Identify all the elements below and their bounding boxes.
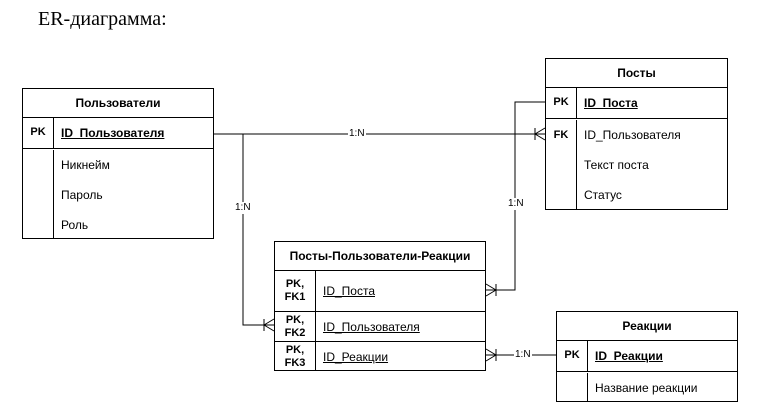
posts-attr-row: Статус bbox=[546, 180, 727, 210]
posts-key-column bbox=[546, 120, 577, 209]
ppr-key-row: PK, FK3 ID_Реакции bbox=[275, 342, 485, 371]
users-pk-row: PK ID_Пользователя bbox=[23, 117, 213, 149]
rel-users-ppr-line bbox=[242, 134, 274, 326]
users-pk-field: ID_Пользователя bbox=[61, 125, 165, 140]
ppr-key-row: PK, FK2 ID_Пользователя bbox=[275, 312, 485, 342]
posts-fk-field: ID_Пользователя bbox=[584, 128, 681, 142]
rel-users-ppr-crowfoot bbox=[263, 318, 275, 332]
ppr-key-label: PK, FK1 bbox=[275, 270, 316, 311]
diagram-heading: ER-диаграмма: bbox=[38, 8, 167, 30]
rel-label-users-ppr: 1:N bbox=[234, 202, 252, 214]
users-attr-row: Роль bbox=[23, 210, 213, 240]
posts-fk-row: FK ID_Пользователя bbox=[546, 120, 727, 150]
posts-pk-row: PK ID_Поста bbox=[546, 87, 727, 119]
ppr-key-label: PK, FK3 bbox=[275, 342, 316, 371]
rel-posts-ppr-line bbox=[486, 101, 545, 291]
users-attr-row: Никнейм bbox=[23, 150, 213, 180]
reactions-pk-row: PK ID_Реакции bbox=[557, 340, 737, 372]
ppr-key-field: ID_Пользователя bbox=[323, 319, 420, 334]
posts-pk-key: PK bbox=[546, 87, 577, 118]
entity-users[interactable]: Пользователи PK ID_Пользователя Никнейм … bbox=[22, 88, 214, 239]
users-pk-key: PK bbox=[23, 117, 54, 148]
posts-fk-key: FK bbox=[553, 128, 569, 141]
entity-post-user-reactions[interactable]: Посты-Пользователи-Реакции PK, FK1 ID_По… bbox=[274, 241, 486, 371]
posts-attr-row: Текст поста bbox=[546, 150, 727, 180]
entity-posts-title: Посты bbox=[546, 59, 727, 88]
ppr-key-row: PK, FK1 ID_Поста bbox=[275, 270, 485, 312]
entity-posts[interactable]: Посты PK ID_Поста FK ID_Пользователя Тек… bbox=[545, 58, 728, 210]
entity-ppr-title: Посты-Пользователи-Реакции bbox=[275, 242, 485, 271]
users-attr-field: Никнейм bbox=[61, 158, 110, 172]
ppr-key-field: ID_Реакции bbox=[323, 349, 389, 364]
users-attr-field: Роль bbox=[61, 218, 89, 232]
reactions-pk-field: ID_Реакции bbox=[595, 348, 663, 363]
rel-reactions-ppr-crowfoot bbox=[485, 348, 497, 362]
entity-reactions[interactable]: Реакции PK ID_Реакции Название реакции bbox=[556, 311, 738, 402]
reactions-key-column bbox=[557, 373, 588, 401]
users-key-column bbox=[23, 150, 54, 238]
posts-attr-field: Текст поста bbox=[584, 158, 649, 172]
ppr-key-field: ID_Поста bbox=[323, 283, 376, 298]
ppr-key-label: PK, FK2 bbox=[275, 312, 316, 341]
entity-users-title: Пользователи bbox=[23, 89, 213, 118]
reactions-attr-field: Название реакции bbox=[595, 380, 698, 395]
rel-label-posts-ppr: 1:N bbox=[507, 198, 525, 210]
users-attr-row: Пароль bbox=[23, 180, 213, 210]
reactions-attr-row: Название реакции bbox=[557, 373, 737, 402]
posts-attr-field: Статус bbox=[584, 188, 622, 202]
entity-reactions-title: Реакции bbox=[557, 312, 737, 341]
posts-pk-field: ID_Поста bbox=[584, 95, 638, 110]
rel-label-reactions-ppr: 1:N bbox=[514, 349, 532, 361]
rel-label-users-posts: 1:N bbox=[348, 128, 366, 140]
rel-posts-ppr-crowfoot bbox=[485, 283, 497, 297]
rel-users-posts-crowfoot bbox=[534, 127, 546, 141]
users-attr-field: Пароль bbox=[61, 188, 103, 202]
reactions-pk-key: PK bbox=[557, 340, 588, 371]
